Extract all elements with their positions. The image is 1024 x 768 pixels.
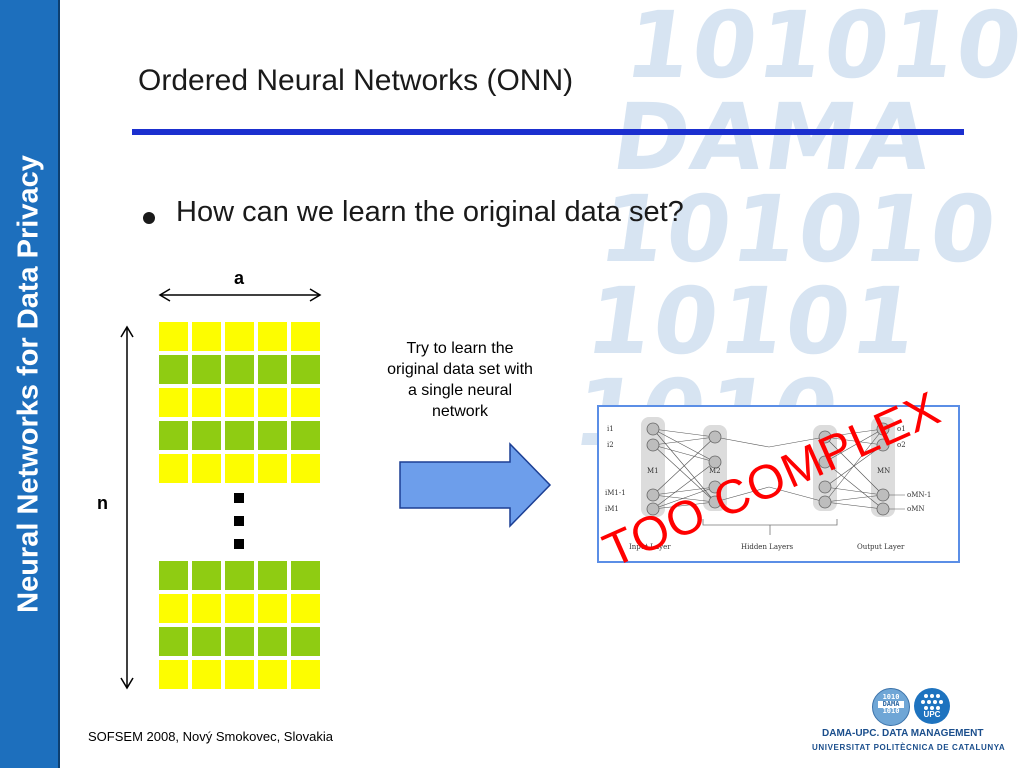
grid-cell [157,658,190,691]
grid-cell [289,559,322,592]
grid-cell [223,320,256,353]
nn-input-label: iM1-1 [605,489,626,497]
data-grid-top [157,320,322,485]
width-arrow [158,288,322,302]
bullet-dot [143,212,155,224]
nn-input-label: i2 [607,441,614,449]
grid-cell [190,353,223,386]
learning-note: Try to learn the original data set with … [387,340,533,420]
grid-cell [190,320,223,353]
grid-cell [190,452,223,485]
dama-logo-line: 1010 [882,707,900,715]
bullet-text: How can we learn the original data set? [176,196,684,228]
input-layer-label: Input Layer [629,543,671,551]
nn-output-label: oMN-1 [907,491,931,499]
grid-cell [289,592,322,625]
grid-cell [157,386,190,419]
grid-cell [256,353,289,386]
grid-cell [190,386,223,419]
grid-cell [256,386,289,419]
grid-cell [256,658,289,691]
upc-dots [921,694,943,710]
height-arrow [120,325,134,690]
nn-output-label: oMN [907,505,925,513]
grid-cell [256,592,289,625]
grid-cell [190,592,223,625]
grid-cell [289,625,322,658]
grid-cell [223,419,256,452]
grid-cell [190,658,223,691]
nn-module-label: M2 [709,467,721,475]
neural-network-diagram: i1 i2 iM1-1 iM1 M1 M2 MN o1 o2 oMN-1 oMN… [605,417,931,551]
upc-logo-text: UPC [923,710,941,719]
ellipsis-dot [234,493,244,503]
footer-text: SOFSEM 2008, Nový Smokovec, Slovakia [88,729,333,744]
neurons [646,422,890,516]
hidden-layers-label: Hidden Layers [741,543,793,551]
grid-cell [157,320,190,353]
neural-network-figure: i1 i2 iM1-1 iM1 M1 M2 MN o1 o2 oMN-1 oMN… [597,405,960,563]
grid-cell [157,452,190,485]
grid-cell [223,592,256,625]
title-underline [132,129,964,135]
grid-cell [223,386,256,419]
nn-output-label: o1 [897,425,906,433]
grid-cell [256,419,289,452]
grid-cell [289,386,322,419]
grid-cell [157,625,190,658]
grid-cell [256,452,289,485]
right-arrow-shape [399,442,552,528]
grid-cell [157,559,190,592]
dama-logo-icon: 1010 DAMA 1010 [872,688,910,726]
ellipsis-dot [234,516,244,526]
ellipsis-dot [234,539,244,549]
grid-cell [289,452,322,485]
width-label-a: a [234,268,245,288]
output-layer-label: Output Layer [857,543,905,551]
nn-input-label: i1 [607,425,614,433]
nn-output-label: o2 [897,441,906,449]
grid-cell [289,658,322,691]
grid-cell [190,419,223,452]
height-label-n: n [97,493,108,513]
nn-module-label: M1 [647,467,659,475]
grid-cell [256,559,289,592]
logo-caption-2: UNIVERSITAT POLITÈCNICA DE CATALUNYA [812,743,1006,752]
grid-cell [190,559,223,592]
sidebar: Neural Networks for Data Privacy [0,0,60,768]
grid-cell [289,353,322,386]
data-grid-bottom [157,559,322,691]
upc-logo-icon: UPC [914,688,950,724]
grid-cell [223,559,256,592]
dama-logo-line: DAMA [878,701,904,708]
grid-cell [223,625,256,658]
grid-cell [223,353,256,386]
grid-cell [223,658,256,691]
layer-brace [702,519,838,535]
connection-lines [652,428,905,510]
grid-cell [157,419,190,452]
slide-title: Ordered Neural Networks (ONN) [138,64,574,97]
grid-cell [256,625,289,658]
grid-cell [256,320,289,353]
grid-cell [289,320,322,353]
organization-logo: 1010 DAMA 1010 UPC DAMA-UPC. DATA MANAGE… [808,688,1020,764]
grid-cell [157,592,190,625]
nn-module-label: MN [877,467,890,475]
dama-logo-line: 1010 [882,693,900,701]
nn-input-label: iM1 [605,505,619,513]
grid-cell [190,625,223,658]
grid-cell [289,419,322,452]
grid-cell [223,452,256,485]
grid-cell [157,353,190,386]
logo-caption-1: DAMA-UPC. DATA MANAGEMENT [822,728,984,739]
